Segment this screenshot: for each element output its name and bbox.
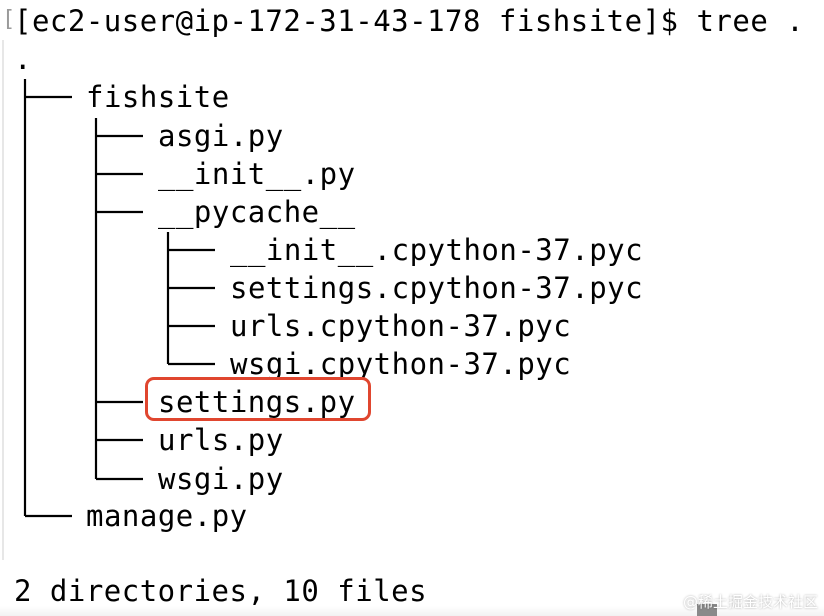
tree-item-init: __init__.py xyxy=(158,157,356,191)
tree-item-urls-pyc: urls.cpython-37.pyc xyxy=(230,309,572,343)
tree-item-settings: settings.py xyxy=(158,385,356,419)
tree-item-pycache: __pycache__ xyxy=(158,195,356,229)
settings-highlight-box xyxy=(145,377,371,421)
prompt-line: [ec2-user@ip-172-31-43-178 fishsite]$ tr… xyxy=(14,4,805,38)
tree-summary: 2 directories, 10 files xyxy=(14,574,428,608)
tree-item-manage: manage.py xyxy=(86,499,248,533)
scroll-bracket-mark: [ xyxy=(2,7,16,32)
watermark: @稀土掘金技术社区 xyxy=(682,593,818,611)
tree-item-urls: urls.py xyxy=(158,423,284,457)
tree-item-fishsite: fishsite xyxy=(86,80,230,114)
tree-item-asgi: asgi.py xyxy=(158,119,284,153)
tree-item-settings-pyc: settings.cpython-37.pyc xyxy=(230,271,644,305)
tree-item-wsgi: wsgi.py xyxy=(158,462,284,496)
terminal-bottom-edge xyxy=(0,606,824,616)
tree-item-init-pyc: __init__.cpython-37.pyc xyxy=(230,233,644,267)
tree-item-wsgi-pyc: wsgi.cpython-37.pyc xyxy=(230,347,572,381)
tree-root-dot: . xyxy=(14,42,32,76)
terminal-cursor xyxy=(697,604,717,616)
